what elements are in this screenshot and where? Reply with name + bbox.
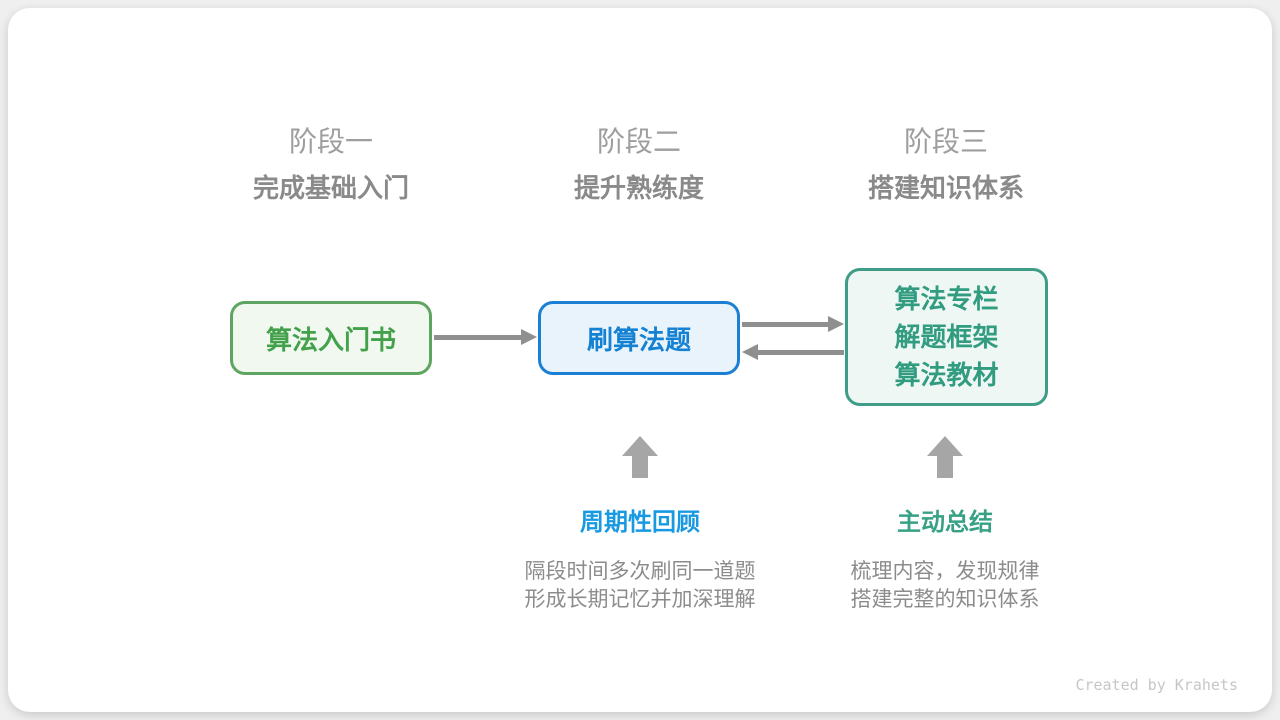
node-practice-problems-label: 刷算法题	[586, 324, 691, 355]
node-resources-line-3: 算法教材	[894, 360, 999, 390]
stage-1-subtitle: 完成基础入门	[252, 173, 409, 203]
arrow-head	[927, 436, 963, 456]
arrow-up-icon	[927, 436, 963, 478]
arrow-shaft	[434, 334, 523, 340]
annotation-periodic-review: 周期性回顾 隔段时间多次刷同一道题 形成长期记忆并加深理解	[510, 508, 770, 614]
annotation-active-summary-desc: 梳理内容，发现规律 搭建完整的知识体系	[815, 558, 1075, 614]
arrow-head	[622, 436, 658, 456]
node-intro-book-label: 算法入门书	[265, 324, 396, 355]
stage-3-subtitle: 搭建知识体系	[867, 173, 1024, 203]
stage-1-label: 阶段一	[288, 126, 373, 157]
arrow-head	[742, 344, 758, 360]
annotation-desc-line: 形成长期记忆并加深理解	[524, 588, 756, 611]
stage-2-subtitle: 提升熟练度	[573, 173, 704, 203]
arrow-head	[521, 329, 537, 345]
arrow-stem	[632, 456, 648, 478]
arrow-right-icon	[434, 329, 537, 345]
annotation-desc-line: 搭建完整的知识体系	[850, 588, 1040, 611]
arrow-shaft	[756, 349, 844, 355]
stage-3-header: 阶段三 搭建知识体系	[816, 126, 1076, 203]
arrow-head	[828, 316, 844, 332]
annotation-periodic-review-desc: 隔段时间多次刷同一道题 形成长期记忆并加深理解	[510, 558, 770, 614]
credit-text: Created by Krahets	[1075, 676, 1238, 694]
arrow-left-icon	[742, 344, 844, 360]
arrow-stem	[937, 456, 953, 478]
node-resources-line-2: 解题框架	[894, 322, 999, 352]
arrow-shaft	[742, 321, 830, 327]
arrow-up-icon	[622, 436, 658, 478]
node-intro-book: 算法入门书	[230, 301, 432, 375]
annotation-active-summary: 主动总结 梳理内容，发现规律 搭建完整的知识体系	[815, 508, 1075, 614]
node-resources-line-1: 算法专栏	[894, 284, 999, 314]
annotation-desc-line: 梳理内容，发现规律	[850, 560, 1040, 583]
stage-1-header: 阶段一 完成基础入门	[201, 126, 461, 203]
stage-2-header: 阶段二 提升熟练度	[509, 126, 769, 203]
node-practice-problems: 刷算法题	[538, 301, 740, 375]
diagram-card: 阶段一 完成基础入门 阶段二 提升熟练度 阶段三 搭建知识体系 算法入门书 刷算…	[8, 8, 1272, 712]
stage-2-label: 阶段二	[596, 126, 681, 157]
annotation-active-summary-title: 主动总结	[897, 509, 993, 536]
annotation-desc-line: 隔段时间多次刷同一道题	[524, 560, 756, 583]
arrow-right-icon	[742, 316, 844, 332]
annotation-periodic-review-title: 周期性回顾	[580, 509, 700, 536]
stage-3-label: 阶段三	[903, 126, 988, 157]
node-knowledge-resources: 算法专栏 解题框架 算法教材	[845, 268, 1048, 406]
